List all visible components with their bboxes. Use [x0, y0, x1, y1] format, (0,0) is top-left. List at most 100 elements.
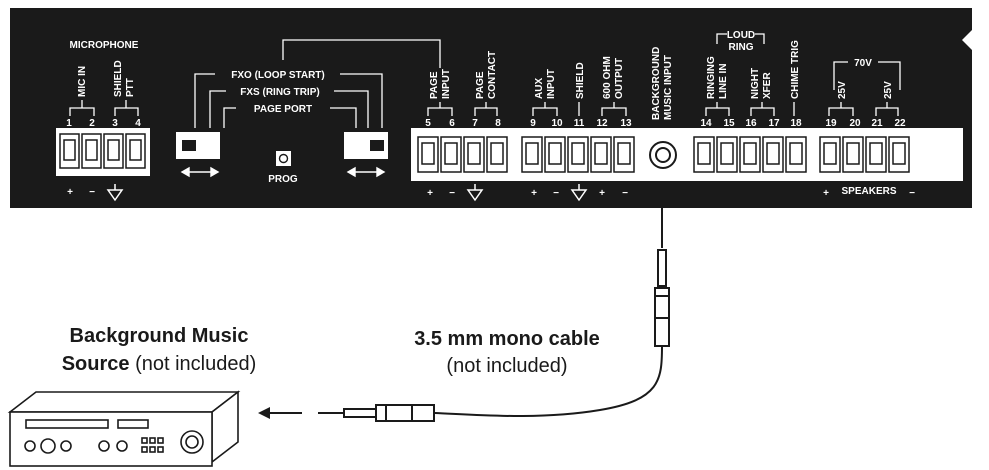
ringing-line-in-label-2: LINE IN [718, 63, 729, 99]
terminal-number: 12 [596, 118, 608, 129]
v25-b-label: 25V [883, 81, 894, 99]
terminal-number: 22 [894, 118, 906, 129]
terminal-number: 11 [574, 118, 585, 129]
slide-switch-left-knob [182, 140, 196, 151]
shield-ptt-label-2: PTT [125, 78, 136, 97]
terminal-number: 15 [723, 118, 735, 129]
terminal-screw[interactable] [590, 136, 612, 173]
speakers-label: SPEAKERS [841, 186, 896, 197]
terminal-screw[interactable] [463, 136, 485, 173]
v25-a-label: 25V [837, 81, 848, 99]
mic-plus: + [67, 187, 73, 198]
page-minus: − [449, 188, 455, 199]
speakers-minus: − [909, 188, 915, 199]
terminal-number: 17 [768, 118, 780, 129]
terminal-screw[interactable] [440, 136, 462, 173]
terminal-screw-inner [594, 142, 608, 165]
terminal-screw-inner [490, 142, 504, 165]
group-brackets [427, 33, 901, 116]
terminal-number: 16 [745, 118, 757, 129]
speakers-plus: + [823, 188, 829, 199]
slide-switch-right-knob [370, 140, 384, 151]
terminal-screw-inner [571, 142, 585, 165]
terminal-number: 21 [871, 118, 883, 129]
aux-input-label-2: INPUT [546, 69, 557, 99]
terminal-screw[interactable] [762, 136, 784, 173]
main-terminal-block [411, 128, 963, 181]
ground-icon [466, 184, 484, 202]
mic-in-label: MIC IN [77, 66, 88, 97]
terminal-screw-inner [766, 142, 780, 165]
terminal-number: 6 [449, 118, 455, 129]
terminal-number: 10 [551, 118, 563, 129]
prog-label: PROG [268, 174, 298, 185]
main-terminals [417, 136, 910, 173]
terminal-number: 19 [825, 118, 837, 129]
cable-title: 3.5 mm mono cable [414, 328, 600, 350]
terminal-number: 13 [620, 118, 632, 129]
terminal-screw[interactable] [544, 136, 566, 173]
stereo-receiver-icon [7, 390, 241, 467]
terminal-screw[interactable] [567, 136, 589, 173]
bg-music-input-label-1: BACKGROUND [651, 47, 662, 120]
terminal-screw[interactable] [486, 136, 508, 173]
ohm-output-label-1: 600 OHM [602, 56, 613, 99]
aux-input-label-1: AUX [534, 78, 545, 99]
page-contact-label-1: PAGE [475, 71, 486, 99]
v70-label: 70V [854, 58, 872, 69]
double-arrow-icon [346, 166, 386, 178]
terminal-screw[interactable] [819, 136, 841, 173]
chime-trig-label: CHIME TRIG [790, 40, 801, 99]
terminal-number: 7 [472, 118, 478, 129]
terminal-screw[interactable] [693, 136, 715, 173]
terminal-screw[interactable] [865, 136, 887, 173]
terminal-number: 18 [790, 118, 802, 129]
arrow-left-icon [258, 407, 302, 419]
terminal-number: 1 [66, 118, 72, 129]
page-plus: + [427, 188, 433, 199]
page-contact-label-2: CONTACT [487, 51, 498, 99]
terminal-screw-inner [846, 142, 860, 165]
rca-jack-inner [655, 147, 671, 163]
terminal-screw-inner [525, 142, 539, 165]
page-input-label-1: PAGE [429, 71, 440, 99]
terminal-screw-inner [421, 142, 435, 165]
terminal-screw[interactable] [521, 136, 543, 173]
fxo-label: FXO (LOOP START) [231, 70, 325, 81]
terminal-number: 20 [849, 118, 861, 129]
terminal-screw-inner [823, 142, 837, 165]
terminal-screw-inner [617, 142, 631, 165]
ground-icon [570, 184, 588, 202]
terminal-screw-inner [444, 142, 458, 165]
aux-minus: − [553, 188, 559, 199]
loud-ring-label-1: LOUD [727, 30, 755, 41]
terminal-screw-inner [467, 142, 481, 165]
fxs-label: FXS (RING TRIP) [240, 87, 319, 98]
terminal-screw[interactable] [613, 136, 635, 173]
terminal-screw[interactable] [739, 136, 761, 173]
terminal-screw[interactable] [785, 136, 807, 173]
terminal-screw-inner [548, 142, 562, 165]
source-title-line1: Background Music [70, 325, 249, 347]
terminal-screw-inner [697, 142, 711, 165]
prog-button[interactable] [276, 151, 291, 166]
source-title-bold: Source [62, 353, 130, 375]
plug-lower [318, 404, 435, 422]
cable-wire [434, 345, 663, 418]
terminal-screw-inner [789, 142, 803, 165]
terminal-screw[interactable] [716, 136, 738, 173]
terminal-screw[interactable] [417, 136, 439, 173]
source-title-line2: Source (not included) [62, 353, 257, 375]
double-arrow-icon [180, 166, 220, 178]
bg-music-input-label-2: MUSIC INPUT [663, 55, 674, 120]
shield-ptt-label-1: SHIELD [113, 60, 124, 97]
page-port-label: PAGE PORT [254, 104, 312, 115]
mic-terminals [59, 133, 146, 169]
terminal-screw[interactable] [888, 136, 910, 173]
night-xfer-label-1: NIGHT [750, 68, 761, 99]
loud-ring-label-2: RING [729, 42, 754, 53]
microphone-label: MICROPHONE [70, 40, 139, 51]
port-selector-lines [194, 39, 441, 128]
terminal-screw[interactable] [842, 136, 864, 173]
